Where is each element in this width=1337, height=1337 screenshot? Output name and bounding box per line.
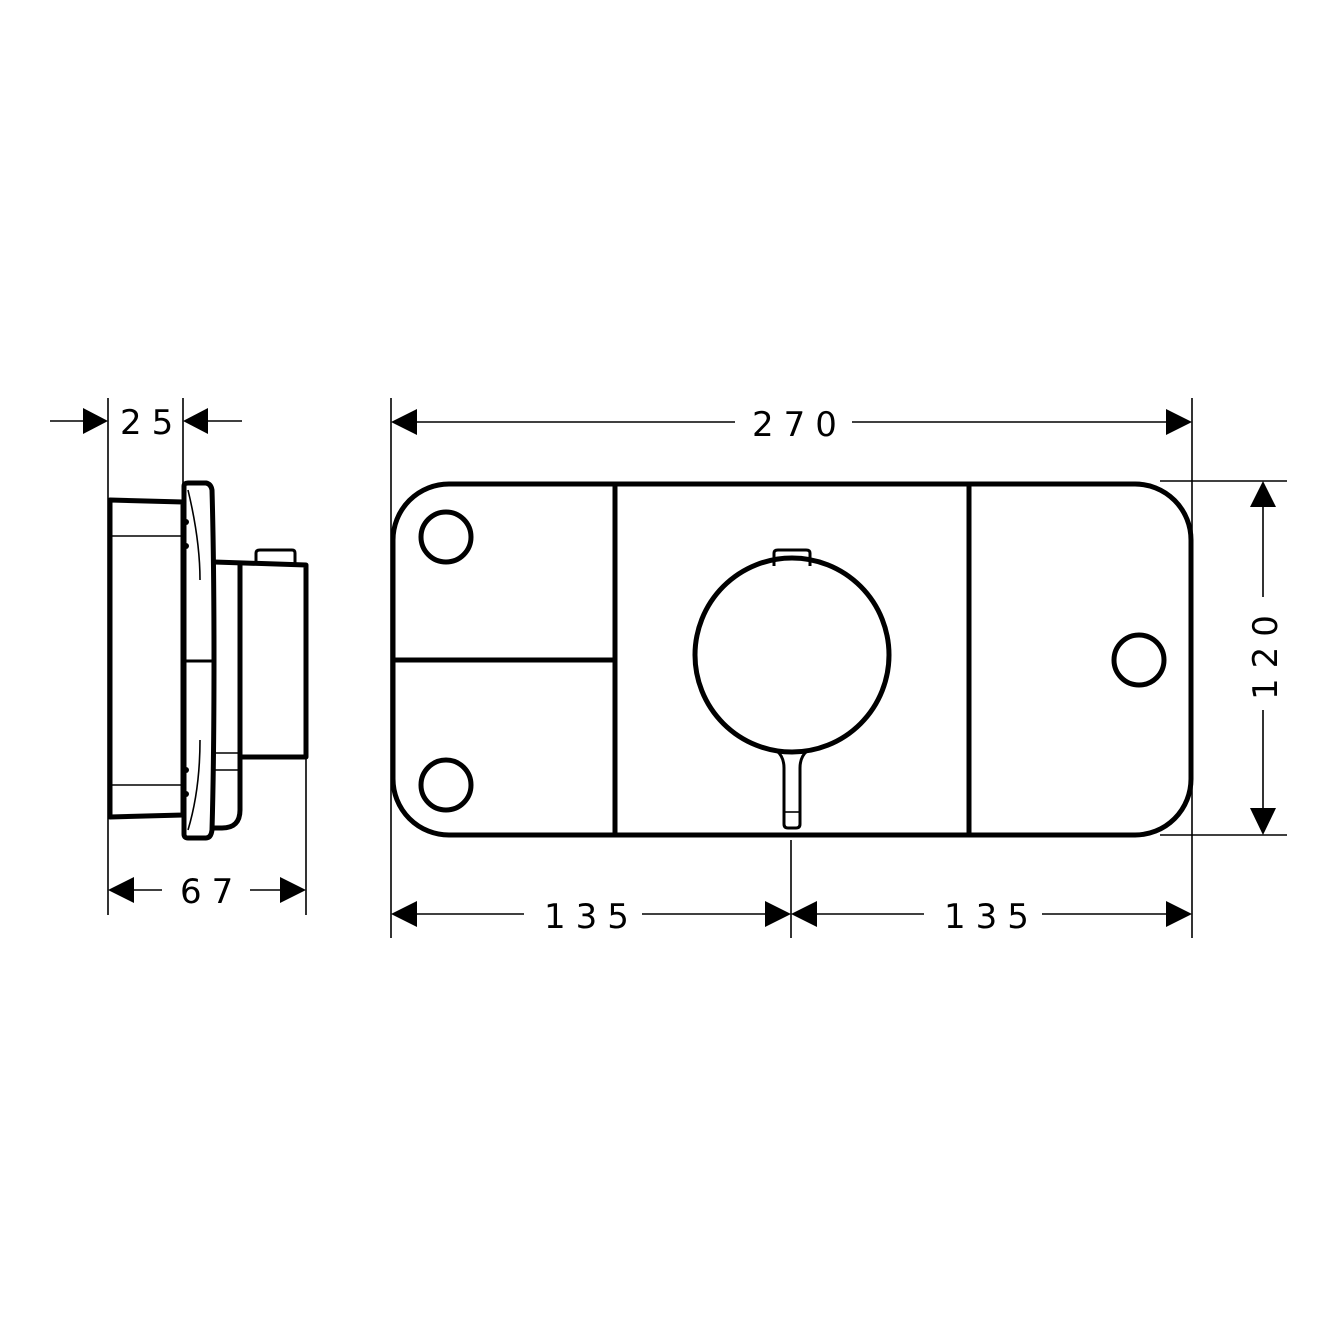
knob-pointer [775,749,809,830]
side-view-body [107,480,309,841]
front-view: 270 120 135 135 [390,398,1287,938]
button-indicator-icon [418,757,474,813]
dimension-overall-height: 120 [1246,481,1286,835]
dimension-label-25: 25 [120,403,183,443]
knob-disc [692,555,892,755]
arrow-down-icon [1250,808,1276,835]
arrow-left-icon [391,901,417,927]
dimension-left-half: 135 [391,897,791,937]
button-right[interactable] [1111,632,1167,688]
dimension-overall-width: 270 [391,405,1192,445]
arrow-left-icon [108,877,134,903]
arrow-right-icon [83,408,108,434]
arrow-right-icon [765,901,791,927]
dimension-label-270: 270 [752,405,847,445]
knob-top-tab [772,548,812,566]
dimension-label-135-right: 135 [944,897,1039,937]
dimension-label-135-left: 135 [544,897,639,937]
arrow-right-icon [280,877,306,903]
arrow-up-icon [1250,481,1276,507]
arrow-left-icon [183,408,208,434]
dimension-label-67: 67 [180,872,243,912]
arrow-left-icon [791,901,817,927]
dimension-right-half: 135 [791,897,1192,937]
arrow-right-icon [1166,409,1192,435]
button-bottom-left[interactable] [418,757,474,813]
dimension-label-120: 120 [1246,605,1286,700]
button-indicator-icon [418,509,474,565]
arrow-left-icon [391,409,417,435]
button-indicator-icon [1111,632,1167,688]
side-view: 25 67 [50,398,309,915]
button-top-left[interactable] [418,509,474,565]
thermostat-knob[interactable] [692,548,892,830]
dimension-plate-depth: 25 [50,403,242,443]
dimension-total-depth: 67 [108,872,306,912]
arrow-right-icon [1166,901,1192,927]
